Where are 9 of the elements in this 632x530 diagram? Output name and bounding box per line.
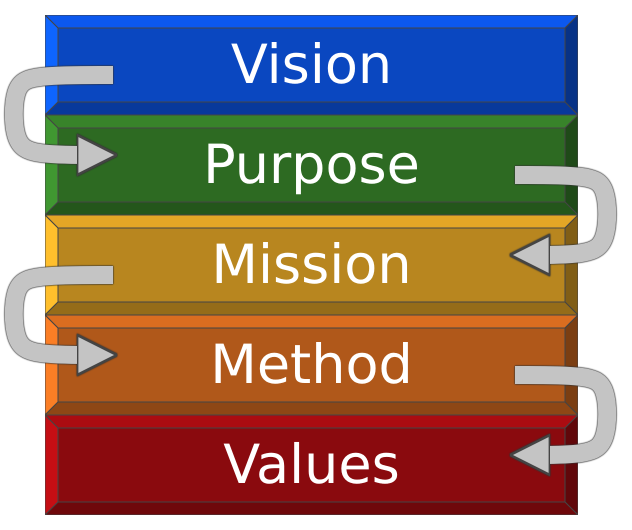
block-title: Values xyxy=(223,438,400,492)
block-title: Method xyxy=(210,338,413,392)
curved-arrow xyxy=(509,366,616,476)
curved-arrow xyxy=(4,66,118,176)
curved-arrow xyxy=(4,266,118,376)
curved-arrow xyxy=(509,166,616,276)
block-title: Purpose xyxy=(203,138,420,192)
block-title: Mission xyxy=(211,238,412,292)
block-title: Vision xyxy=(230,38,392,92)
